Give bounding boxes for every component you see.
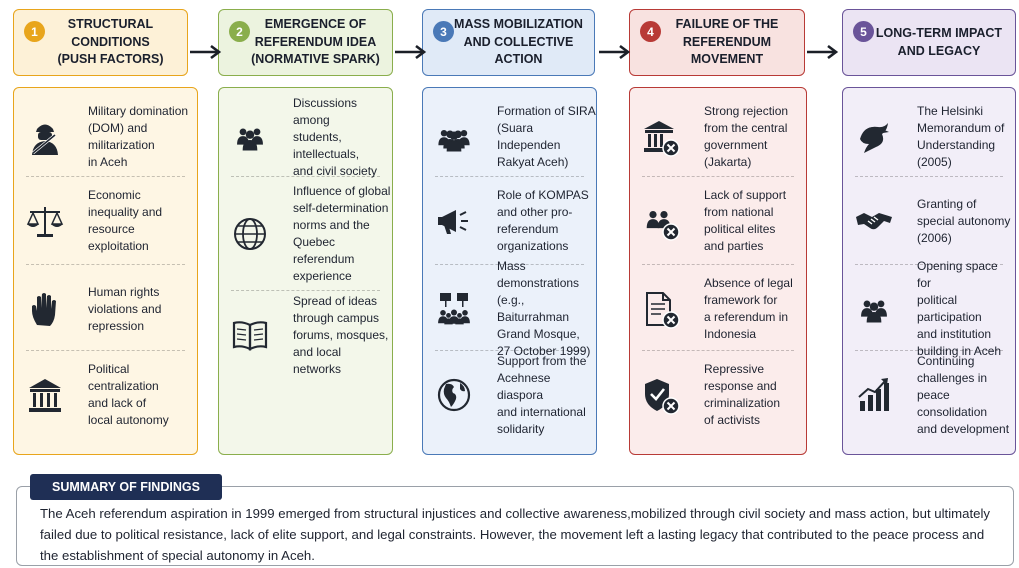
stage-item: Influence of global self-determination n… <box>219 184 392 284</box>
stage-1-header: 1 STRUCTURAL CONDITIONS (PUSH FACTORS) <box>13 9 188 76</box>
crowd-icon <box>433 116 475 158</box>
stage-item: The Helsinki Memorandum of Understanding… <box>843 100 1015 174</box>
stage-number-badge: 1 <box>24 21 45 42</box>
government-building-icon <box>24 374 66 416</box>
stage-item-text: Continuing challenges in peace consolida… <box>917 353 1010 436</box>
stage-item: Support from the Acehnese diaspora and i… <box>423 354 596 436</box>
stage-item-text: Repressive response and criminalization … <box>704 362 781 427</box>
flow-arrow-icon <box>190 44 222 60</box>
stage-item: Lack of support from national political … <box>630 184 806 258</box>
stage-item-text: Granting of special autonomy (2006) <box>917 196 1011 245</box>
globe-americas-icon <box>433 374 475 416</box>
growth-chart-icon <box>853 374 895 416</box>
stage-item: Discussions among students, intellectual… <box>219 96 392 178</box>
stage-item: Human rights violations and repression <box>14 272 197 346</box>
item-divider <box>855 176 1003 177</box>
stage-5-panel: The Helsinki Memorandum of Understanding… <box>842 87 1016 455</box>
stage-item: Granting of special autonomy (2006) <box>843 184 1015 258</box>
stage-item: Military domination (DOM) and militariza… <box>14 100 197 174</box>
stage-title: LONG-TERM IMPACT AND LEGACY <box>875 26 1003 58</box>
stage-number-badge: 4 <box>640 21 661 42</box>
stage-number-badge: 2 <box>229 21 250 42</box>
raised-hand-icon <box>24 288 66 330</box>
stage-item-text: Support from the Acehnese diaspora and i… <box>497 353 587 436</box>
stage-item-text: Mass demonstrations (e.g., Baiturrahman … <box>497 259 591 358</box>
item-divider <box>435 176 584 177</box>
summary-heading: SUMMARY OF FINDINGS <box>30 474 222 500</box>
item-divider <box>642 176 794 177</box>
stage-item-text: Strong rejection from the central govern… <box>704 104 789 169</box>
item-divider <box>26 264 185 265</box>
item-divider <box>642 264 794 265</box>
stage-title: STRUCTURAL CONDITIONS (PUSH FACTORS) <box>57 17 164 67</box>
stage-item-text: Influence of global self-determination n… <box>293 184 391 283</box>
stage-item: Economic inequality and resource exploit… <box>14 184 197 258</box>
item-divider <box>26 350 185 351</box>
stage-4-header: 4 FAILURE OF THE REFERENDUM MOVEMENT <box>629 9 805 76</box>
stage-item: Repressive response and criminalization … <box>630 358 806 432</box>
handshake-icon <box>853 200 895 242</box>
stage-item: Mass demonstrations (e.g., Baiturrahman … <box>423 259 596 358</box>
stage-4-panel: Strong rejection from the central govern… <box>629 87 807 455</box>
scales-icon <box>24 200 66 242</box>
stage-number-badge: 5 <box>853 21 874 42</box>
flow-arrow-icon <box>395 44 427 60</box>
megaphone-icon <box>433 200 475 242</box>
item-divider <box>642 350 794 351</box>
protest-icon <box>433 288 475 330</box>
soldier-icon <box>24 116 66 158</box>
item-divider <box>855 350 1003 351</box>
stage-item: Opening space for political participatio… <box>843 259 1015 358</box>
stage-item: Political centralization and lack of loc… <box>14 358 197 432</box>
stage-item: Absence of legal framework for a referen… <box>630 272 806 346</box>
open-book-icon <box>229 314 271 356</box>
stage-item-text: Economic inequality and resource exploit… <box>88 188 163 253</box>
stage-item-text: Military domination (DOM) and militariza… <box>88 104 189 169</box>
dove-icon <box>853 116 895 158</box>
stage-2-panel: Discussions among students, intellectual… <box>218 87 393 455</box>
stage-item-text: Human rights violations and repression <box>88 284 162 333</box>
stage-item: Spread of ideas through campus forums, m… <box>219 294 392 376</box>
stage-item-text: The Helsinki Memorandum of Understanding… <box>917 104 1005 169</box>
stage-item-text: Lack of support from national political … <box>704 188 787 253</box>
item-divider <box>26 176 185 177</box>
stage-title: EMERGENCE OF REFERENDUM IDEA (NORMATIVE … <box>251 17 380 67</box>
shield-reject-icon <box>640 374 682 416</box>
flow-arrow-icon <box>599 44 631 60</box>
item-divider <box>435 264 584 265</box>
globe-icon <box>229 213 271 255</box>
stage-item: Strong rejection from the central govern… <box>630 100 806 174</box>
stage-item-text: Absence of legal framework for a referen… <box>704 276 793 341</box>
item-divider <box>231 176 380 177</box>
stage-title: FAILURE OF THE REFERENDUM MOVEMENT <box>675 17 779 67</box>
stage-item: Role of KOMPAS and other pro- referendum… <box>423 184 596 258</box>
people-reject-icon <box>640 200 682 242</box>
stage-item-text: Role of KOMPAS and other pro- referendum… <box>497 188 589 253</box>
stage-title: MASS MOBILIZATION AND COLLECTIVE ACTION <box>454 17 583 67</box>
item-divider <box>435 350 584 351</box>
stage-item-text: Spread of ideas through campus forums, m… <box>293 293 389 376</box>
stage-number-badge: 3 <box>433 21 454 42</box>
summary-box <box>16 486 1014 566</box>
stage-item: Continuing challenges in peace consolida… <box>843 354 1015 436</box>
stage-1-panel: Military domination (DOM) and militariza… <box>13 87 198 455</box>
stage-item: Formation of SIRA (Suara Independen Raky… <box>423 100 596 174</box>
stage-item-text: Formation of SIRA (Suara Independen Raky… <box>497 104 596 169</box>
document-reject-icon <box>640 288 682 330</box>
item-divider <box>855 264 1003 265</box>
stage-3-panel: Formation of SIRA (Suara Independen Raky… <box>422 87 597 455</box>
building-reject-icon <box>640 116 682 158</box>
summary-text: The Aceh referendum aspiration in 1999 e… <box>40 506 990 563</box>
flow-arrow-icon <box>807 44 839 60</box>
group-icon <box>229 116 271 158</box>
stage-item-text: Political centralization and lack of loc… <box>88 362 169 427</box>
group-icon <box>853 288 895 330</box>
stage-item-text: Discussions among students, intellectual… <box>293 95 378 178</box>
stage-item-text: Opening space for political participatio… <box>917 259 1002 358</box>
item-divider <box>231 290 380 291</box>
